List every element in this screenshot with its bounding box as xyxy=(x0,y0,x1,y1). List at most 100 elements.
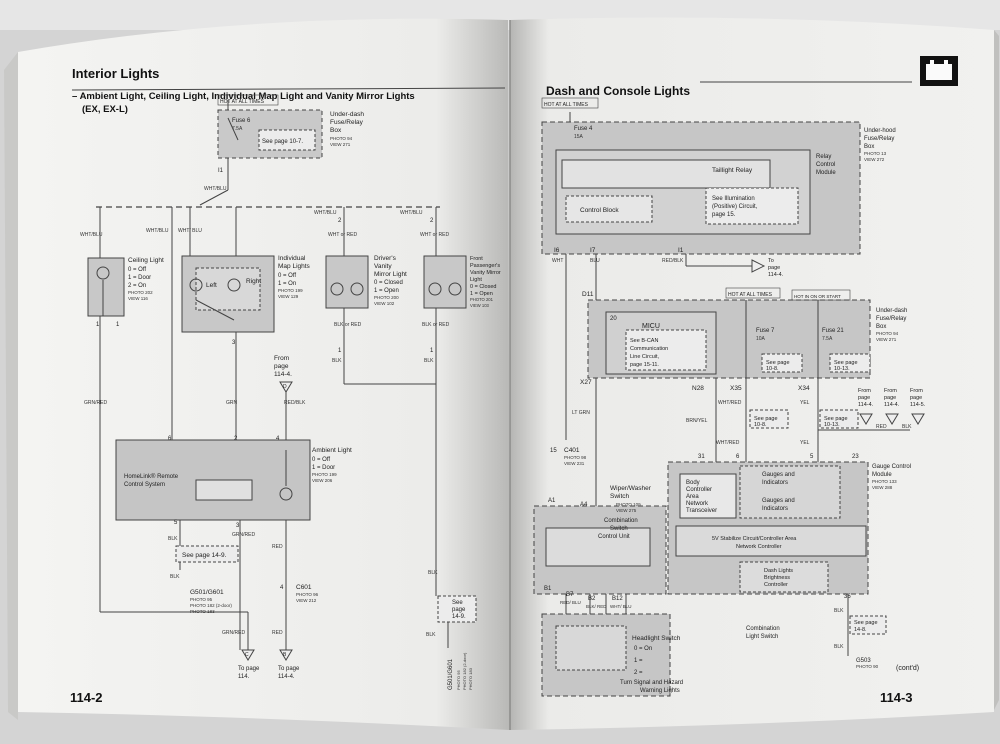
wire-whtblu-map: WHT/BLU xyxy=(146,228,169,234)
g501-label: G501/G601 xyxy=(190,589,224,596)
fuse-box-name: Under-dash xyxy=(330,111,364,118)
pin: C xyxy=(245,652,249,658)
c601-view: VIEW 212 xyxy=(296,598,317,603)
see-illum-b: (Positive) Circuit, xyxy=(712,204,758,210)
hot-label-r2: HOT AT ALL TIMES xyxy=(728,292,773,298)
wiper-a: Wiper/Washer xyxy=(610,485,652,492)
wire-red-r: RED xyxy=(876,424,887,430)
from3-b: page xyxy=(910,395,922,401)
see-bcan-d: page 15-11. xyxy=(630,362,659,368)
pin: 2 xyxy=(430,218,434,224)
wire-blk-f: BLK xyxy=(424,358,434,364)
front-title: Front xyxy=(470,256,483,262)
to-page-114-a: To page xyxy=(238,666,260,672)
wire-redblk: RED/BLK xyxy=(284,400,306,406)
hot-in-on: HOT IN ON OR START xyxy=(794,294,841,299)
from2-c: 114-4. xyxy=(884,402,900,408)
wire-blk-v: BLK xyxy=(332,358,342,364)
term-x34: X34 xyxy=(798,385,810,392)
hot-label: HOT AT ALL TIMES xyxy=(220,99,265,105)
body-ctrl-b: Controller xyxy=(686,487,712,493)
ambient-view: VIEW 206 xyxy=(312,478,333,483)
front-s1: 1 = Open xyxy=(470,291,493,297)
term-b12: B12 xyxy=(612,596,623,602)
wire-grnred-2: GRN/RED xyxy=(232,532,255,538)
fuse-box-name2: Fuse/Relay xyxy=(330,119,364,126)
see1013-b: 10-13. xyxy=(824,422,840,428)
g501-photo2: PHOTO 182 (2-door) xyxy=(190,603,232,608)
right-page-number: 114-3 xyxy=(880,690,913,705)
g503-label: G503 xyxy=(856,658,871,664)
c401-photo: PHOTO 98 xyxy=(564,455,587,460)
term-a4: A4 xyxy=(580,502,588,508)
vanity-title2: Vanity xyxy=(374,263,392,270)
see-bcan-c: Line Circuit, xyxy=(630,354,660,360)
underdash-c: Box xyxy=(876,324,886,330)
to-page-a: To xyxy=(768,258,774,264)
term-b1: B1 xyxy=(544,586,552,592)
stabilize-b: Network Controller xyxy=(736,544,782,550)
pin: D xyxy=(283,384,287,390)
term-20: 20 xyxy=(610,316,617,322)
wire-blk-right2: BLK xyxy=(426,632,436,638)
wire-blk-r: BLK xyxy=(902,424,912,430)
from1-b: page xyxy=(858,395,870,401)
fuse4-amps: 15A xyxy=(574,134,584,140)
g501-photo1: PHOTO 95 xyxy=(190,597,213,602)
c601-photo: PHOTO 96 xyxy=(296,592,319,597)
pin: 4 xyxy=(276,436,280,442)
from3-c: 114-5. xyxy=(910,402,926,408)
see148-b: 14-8. xyxy=(854,627,867,633)
underhood-view: VIEW 272 xyxy=(864,157,885,162)
fuse-box-view: VIEW 271 xyxy=(330,142,351,147)
wire-whtblu-vanity: WHT/BLU xyxy=(314,210,337,216)
underdash-b: Fuse/Relay xyxy=(876,316,906,322)
see-illum-c: page 15. xyxy=(712,212,736,218)
micu-label: MICU xyxy=(642,323,660,330)
left-page-models: (EX, EX-L) xyxy=(82,104,128,115)
front-title4: Light xyxy=(470,277,482,283)
homelink-title2: Control System xyxy=(124,482,165,488)
underhood-photo: PHOTO 13 xyxy=(864,151,887,156)
g503-photo: PHOTO 90 xyxy=(856,664,879,669)
term-31: 31 xyxy=(698,454,705,460)
pin: 3 xyxy=(236,523,240,529)
vanity-s1: 1 = Open xyxy=(374,288,399,294)
pin: B xyxy=(283,652,287,658)
wire-red: RED xyxy=(272,544,283,550)
gauges1-a: Gauges and xyxy=(762,472,795,478)
contd-label: (cont'd) xyxy=(896,665,919,672)
from-c: 114-4. xyxy=(274,371,292,378)
wire-grnred: GRN/RED xyxy=(84,400,107,406)
fuse7-see: See page xyxy=(766,360,790,366)
underdash-view: VIEW 271 xyxy=(876,337,897,342)
wire-grn: GRN xyxy=(226,400,238,406)
term-i1: I1 xyxy=(678,247,684,254)
to-page-1144-b: 114-4. xyxy=(278,674,295,680)
wire-blkred-v: BLK or RED xyxy=(334,322,362,328)
wire-grnred-3: GRN/RED xyxy=(222,630,245,636)
body-ctrl-c: Area xyxy=(686,494,699,500)
term-6: 6 xyxy=(736,454,740,460)
ceiling-s2: 2 = On xyxy=(128,283,146,289)
wire-blk-r3: BLK xyxy=(834,644,844,650)
combo-unit-b: Switch xyxy=(610,526,628,532)
combo-unit-c: Control Unit xyxy=(598,534,630,540)
gauge-module-b: Module xyxy=(872,472,892,478)
homelink-title: HomeLink® Remote xyxy=(124,473,179,480)
fuse7-label: Fuse 7 xyxy=(756,328,775,334)
from3-a: From xyxy=(910,388,923,394)
dash-bright-c: Controller xyxy=(764,582,788,588)
stabilize-a: 5V Stabilize Circuit/Controller Area xyxy=(712,536,797,542)
fuse-box-name3: Box xyxy=(330,127,342,134)
map-right: Right xyxy=(246,278,261,285)
ceiling-photo: PHOTO 202 xyxy=(128,290,153,295)
front-title3: Vanity Mirror xyxy=(470,270,501,276)
combo-light-b: Light Switch xyxy=(746,634,778,640)
relay-module-a: Relay xyxy=(816,154,831,160)
gauge-module-a: Gauge Control xyxy=(872,464,911,470)
wire-blk-r2: BLK xyxy=(834,608,844,614)
g501b-photo2: PHOTO 182 (2-door) xyxy=(462,652,467,690)
from-b: page xyxy=(274,363,289,370)
ambient-s1: 1 = Door xyxy=(312,465,335,471)
